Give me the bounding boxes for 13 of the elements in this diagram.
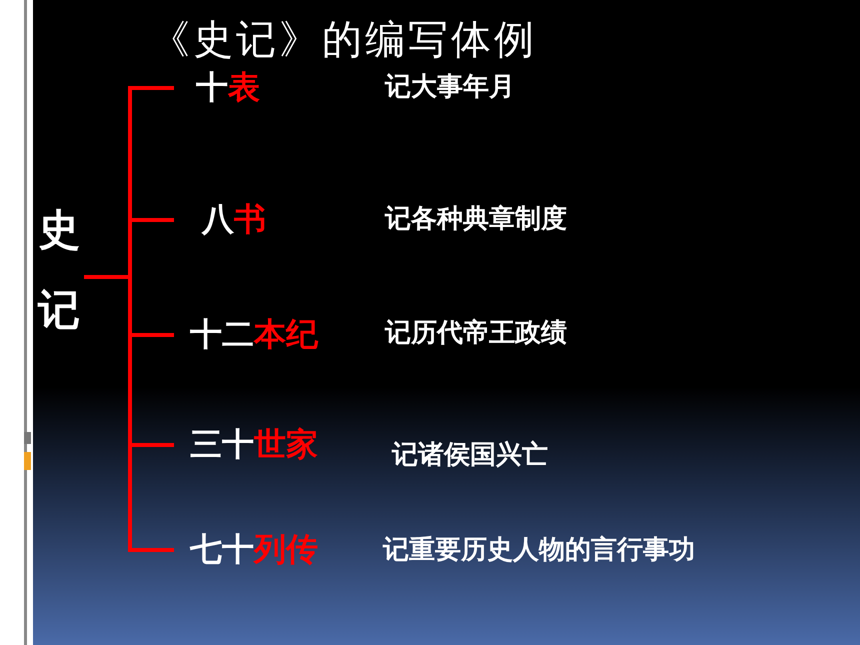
description-text: 记大事年月 — [385, 72, 515, 104]
root-label: 史记 — [38, 190, 80, 350]
connector-line — [84, 275, 174, 552]
description-text: 记重要历史人物的言行事功 — [383, 535, 695, 566]
category-name: 七十列传 — [190, 530, 319, 568]
category-name: 十表 — [196, 68, 261, 106]
description-text: 记历代帝王政绩 — [385, 318, 567, 350]
category-name: 八书 — [202, 200, 267, 238]
category-name: 三十世家 — [190, 425, 319, 464]
description-text: 记各种典章制度 — [385, 204, 567, 236]
description-text: 记诸侯国兴亡 — [392, 440, 548, 472]
title: 《史记》的编写体例 — [150, 16, 537, 65]
category-name: 十二本纪 — [190, 315, 320, 354]
